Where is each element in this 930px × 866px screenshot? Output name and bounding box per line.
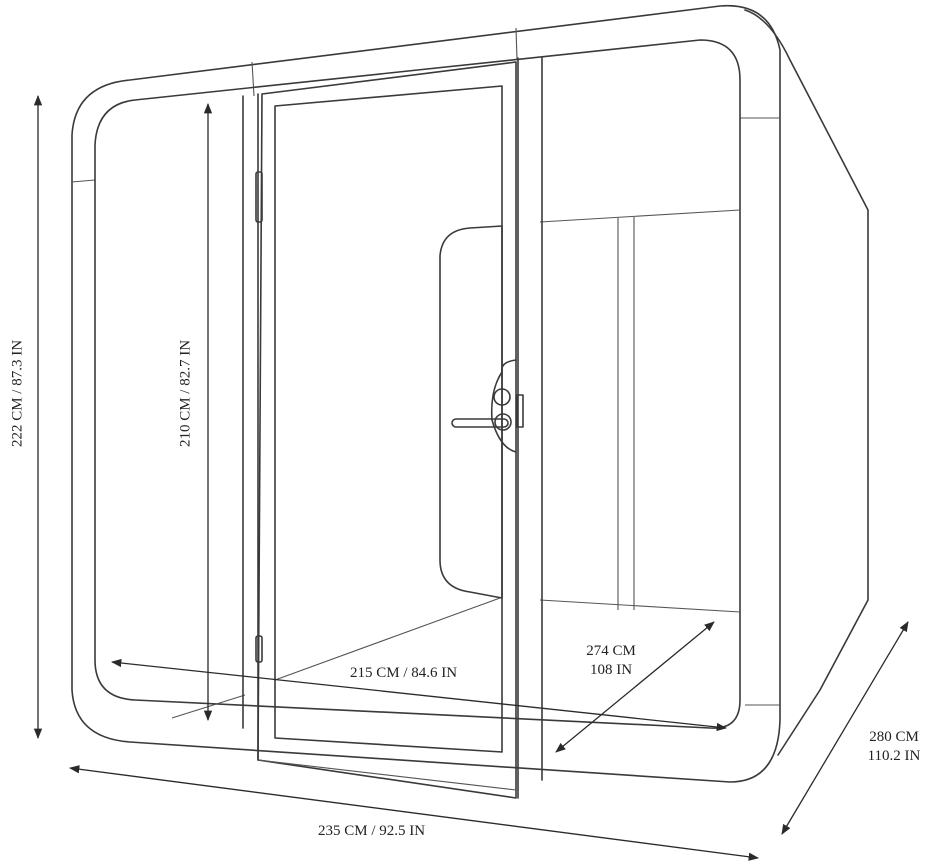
interior-depth-cm: 274 CM <box>586 643 636 659</box>
interior-width-label: 215 CM / 84.6 IN <box>350 665 458 681</box>
total-depth-label: 280 CM 110.2 IN <box>858 728 930 766</box>
total-depth-cm: 280 CM <box>869 729 919 745</box>
glass-door <box>255 61 517 799</box>
door-handle <box>451 359 524 453</box>
total-depth-in: 110.2 IN <box>867 748 921 764</box>
interior-depth-label: 274 CM 108 IN <box>578 642 644 680</box>
total-width-label: 235 CM / 92.5 IN <box>318 823 426 839</box>
dimension-lines <box>33 94 909 861</box>
interior-height-label: 210 CM / 82.7 IN <box>177 339 194 448</box>
interior-depth-in: 108 IN <box>589 662 633 678</box>
total-height-label: 222 CM / 87.3 IN <box>9 339 26 448</box>
